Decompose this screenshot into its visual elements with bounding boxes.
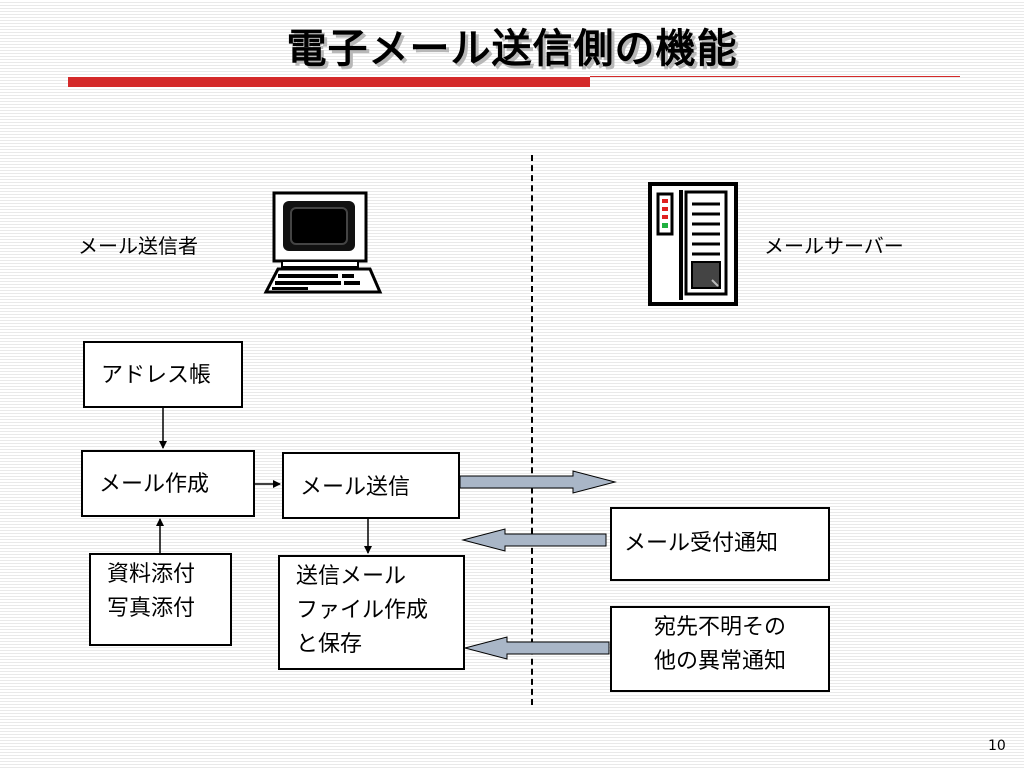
page-number: 10: [988, 738, 1006, 754]
block-arrow-send-to-server: [459, 470, 617, 494]
compose-box: メール作成: [81, 450, 255, 517]
compose-label: メール作成: [99, 472, 210, 497]
slide-title: 電子メール送信側の機能: [286, 26, 738, 72]
save-line-2: ファイル作成: [296, 598, 429, 623]
receipt-notice-box: メール受付通知: [610, 507, 830, 581]
block-arrow-receipt-to-sender: [461, 528, 607, 552]
save-line-1: 送信メール: [296, 564, 407, 589]
attach-line-2: 写真添付: [107, 596, 196, 621]
dashed-divider: [531, 155, 533, 705]
save-box: 送信メール ファイル作成 と保存: [278, 555, 465, 670]
attach-box: 資料添付 写真添付: [89, 553, 232, 646]
attach-line-1: 資料添付: [107, 562, 196, 587]
server-label: メールサーバー: [764, 234, 904, 258]
address-book-label: アドレス帳: [101, 363, 212, 388]
send-label: メール送信: [300, 475, 411, 500]
title-underline-thin: [590, 76, 960, 77]
receipt-notice-label: メール受付通知: [624, 531, 779, 556]
save-line-3: と保存: [296, 632, 363, 657]
send-box: メール送信: [282, 452, 460, 519]
server-icon: [648, 182, 738, 306]
sender-label: メール送信者: [78, 234, 198, 258]
error-line-1: 宛先不明その: [653, 615, 786, 640]
error-line-2: 他の異常通知: [653, 649, 786, 674]
address-book-box: アドレス帳: [83, 341, 243, 408]
computer-icon: [263, 191, 383, 294]
block-arrow-error-to-sender: [463, 636, 610, 660]
error-notice-box: 宛先不明その 他の異常通知: [610, 606, 830, 692]
title-underline: [68, 77, 590, 87]
